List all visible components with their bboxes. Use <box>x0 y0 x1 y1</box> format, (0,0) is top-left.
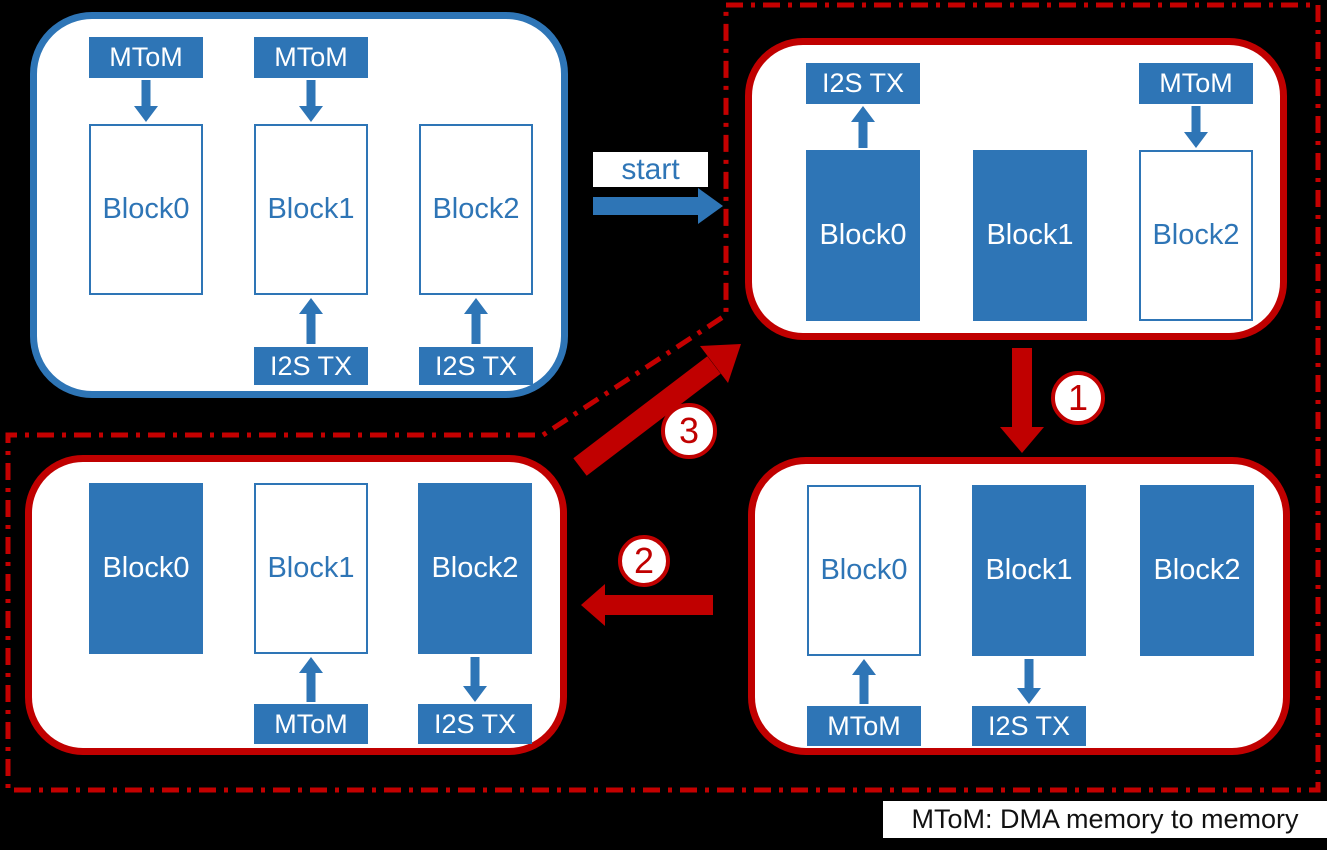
buffer-column: Block0 <box>89 462 203 748</box>
mtom-tag: MToM <box>254 704 368 744</box>
step-1-arrow-icon <box>1000 348 1044 453</box>
buffer-column: I2S TX Block0 <box>806 45 920 333</box>
block2: Block2 <box>1139 150 1253 321</box>
mtom-tag: MToM <box>807 706 921 746</box>
step-2-arrow-icon <box>581 584 713 626</box>
up-arrow-icon <box>852 659 876 704</box>
step-2-badge: 2 <box>618 535 670 587</box>
i2s-tx-tag: I2S TX <box>972 706 1086 746</box>
up-arrow-icon <box>464 298 488 344</box>
up-arrow-icon <box>299 298 323 344</box>
down-arrow-icon <box>134 80 158 122</box>
block1: Block1 <box>972 485 1086 656</box>
up-arrow-icon <box>299 657 323 702</box>
mtom-tag: MToM <box>89 37 203 78</box>
block1: Block1 <box>254 483 368 654</box>
i2s-tx-tag: I2S TX <box>806 63 920 104</box>
buffer-column: Block0 MToM <box>807 464 921 748</box>
block2: Block2 <box>419 124 533 295</box>
i2s-tx-tag: I2S TX <box>418 704 532 744</box>
mtom-tag: MToM <box>1139 63 1253 104</box>
block2: Block2 <box>418 483 532 654</box>
block0: Block0 <box>89 124 203 295</box>
i2s-tx-tag: I2S TX <box>254 347 368 385</box>
start-label: start <box>593 152 708 187</box>
step-3-badge: 3 <box>661 403 717 459</box>
buffer-column: MToM Block0 <box>89 19 203 391</box>
legend-text: MToM: DMA memory to memory <box>911 804 1299 834</box>
up-arrow-icon <box>851 106 875 148</box>
down-arrow-icon <box>299 80 323 122</box>
block1: Block1 <box>973 150 1087 321</box>
panel-state-after-step-2: Block0 Block1 MToM Block2 I2S TX <box>25 455 567 755</box>
buffer-column: Block2 <box>1140 464 1254 748</box>
step-3-arrow-icon <box>573 344 741 476</box>
block2: Block2 <box>1140 485 1254 656</box>
i2s-tx-tag: I2S TX <box>419 347 533 385</box>
buffer-column: Block2 I2S TX <box>419 19 533 391</box>
down-arrow-icon <box>463 657 487 702</box>
panel-state-after-start: I2S TX Block0 Block1 MToM Block2 <box>745 38 1287 340</box>
start-arrow-icon <box>593 188 723 224</box>
buffer-column: Block1 <box>973 45 1087 333</box>
buffer-column: Block2 I2S TX <box>418 462 532 748</box>
buffer-column: Block1 MToM <box>254 462 368 748</box>
block1: Block1 <box>254 124 368 295</box>
mtom-tag: MToM <box>254 37 368 78</box>
buffer-column: Block1 I2S TX <box>972 464 1086 748</box>
buffer-column: MToM Block1 I2S TX <box>254 19 368 391</box>
down-arrow-icon <box>1184 106 1208 148</box>
step-1-badge: 1 <box>1051 371 1105 425</box>
down-arrow-icon <box>1017 659 1041 704</box>
panel-state-after-step-1: Block0 MToM Block1 I2S TX Block2 <box>748 457 1290 755</box>
block0: Block0 <box>806 150 920 321</box>
panel-initial-buffers: MToM Block0 MToM Block1 I2S TX Block2 I2… <box>30 12 568 398</box>
legend: MToM: DMA memory to memory <box>883 801 1327 838</box>
block0: Block0 <box>89 483 203 654</box>
block0: Block0 <box>807 485 921 656</box>
buffer-column: MToM Block2 <box>1139 45 1253 333</box>
